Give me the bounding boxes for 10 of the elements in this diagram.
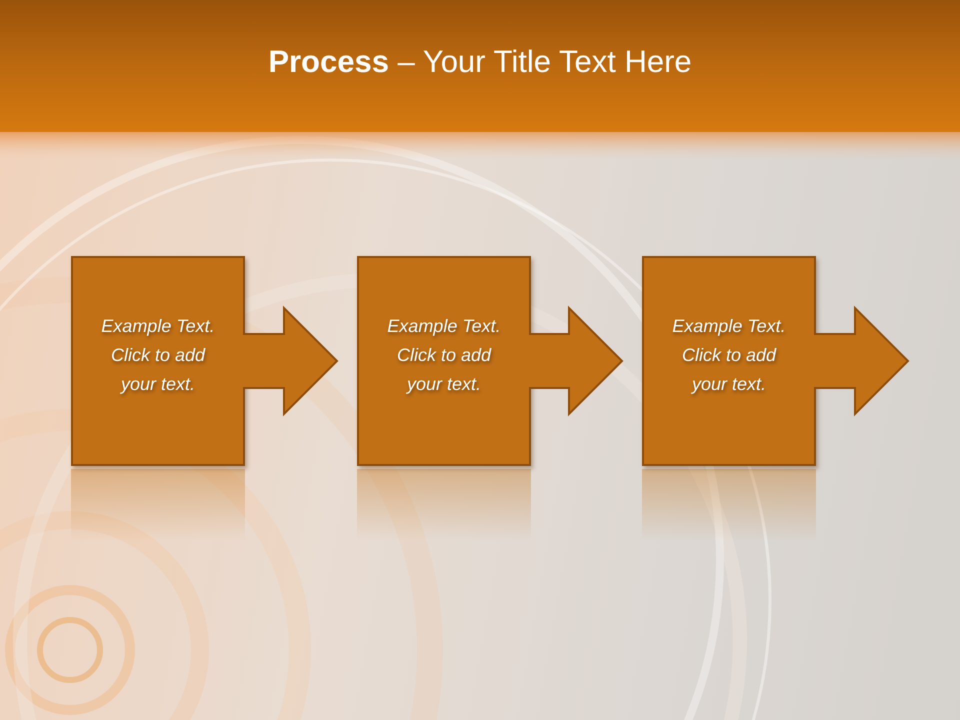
process-box (71, 256, 245, 466)
node-text: Example Text. Click to add your text. (671, 314, 787, 396)
slide-title: Process – Your Title Text Here (268, 43, 692, 81)
block-arrow (528, 306, 624, 416)
block-arrow (813, 306, 910, 416)
process-box (642, 256, 816, 466)
node-text: Example Text. Click to add your text. (100, 314, 216, 396)
block-arrow (242, 306, 338, 416)
process-box (357, 256, 531, 466)
node-text: Example Text. Click to add your text. (386, 314, 502, 396)
